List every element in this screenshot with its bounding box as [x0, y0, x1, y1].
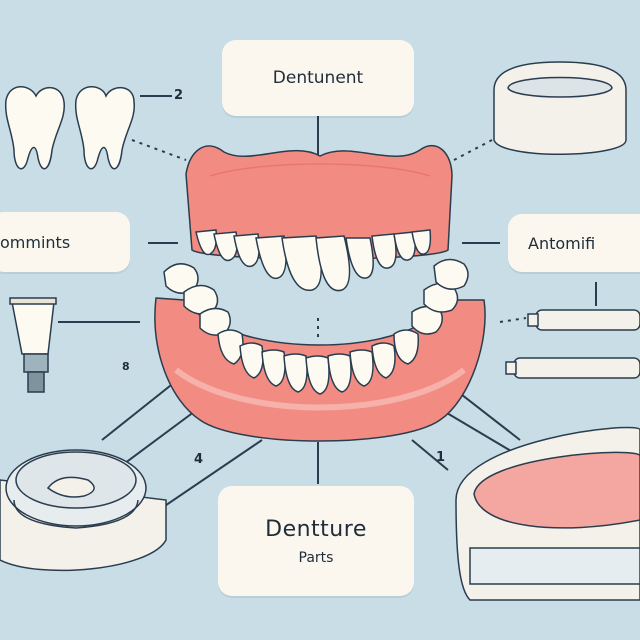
denture-case — [0, 449, 167, 572]
label-top-text: Dentunent — [272, 68, 364, 88]
number-1: 1 — [436, 450, 446, 465]
dotted-leaders — [131, 139, 527, 340]
lower-denture — [154, 258, 486, 442]
label-bottom-line1: Dentture — [265, 516, 367, 542]
label-left-text: ommints — [0, 232, 71, 252]
cleaning-container — [455, 426, 640, 601]
number-2: 2 — [174, 88, 184, 103]
number-4: 4 — [194, 452, 204, 467]
label-left: ommints — [0, 212, 130, 272]
denture-tray — [493, 61, 627, 155]
label-bottom: Dentture Parts — [218, 486, 414, 596]
label-top: Dentunent — [222, 40, 414, 116]
connector-box-3 — [411, 439, 449, 471]
upper-denture — [185, 144, 453, 292]
connector-case-3 — [149, 439, 263, 517]
label-right-text: Antomifi — [528, 233, 596, 253]
denture-cream-tube — [9, 297, 57, 393]
label-bottom-line2: Parts — [298, 549, 334, 566]
label-right: Antomifi — [508, 214, 640, 272]
dental-tools — [505, 309, 640, 379]
number-8: 8 — [122, 360, 130, 373]
loose-teeth — [4, 86, 135, 170]
